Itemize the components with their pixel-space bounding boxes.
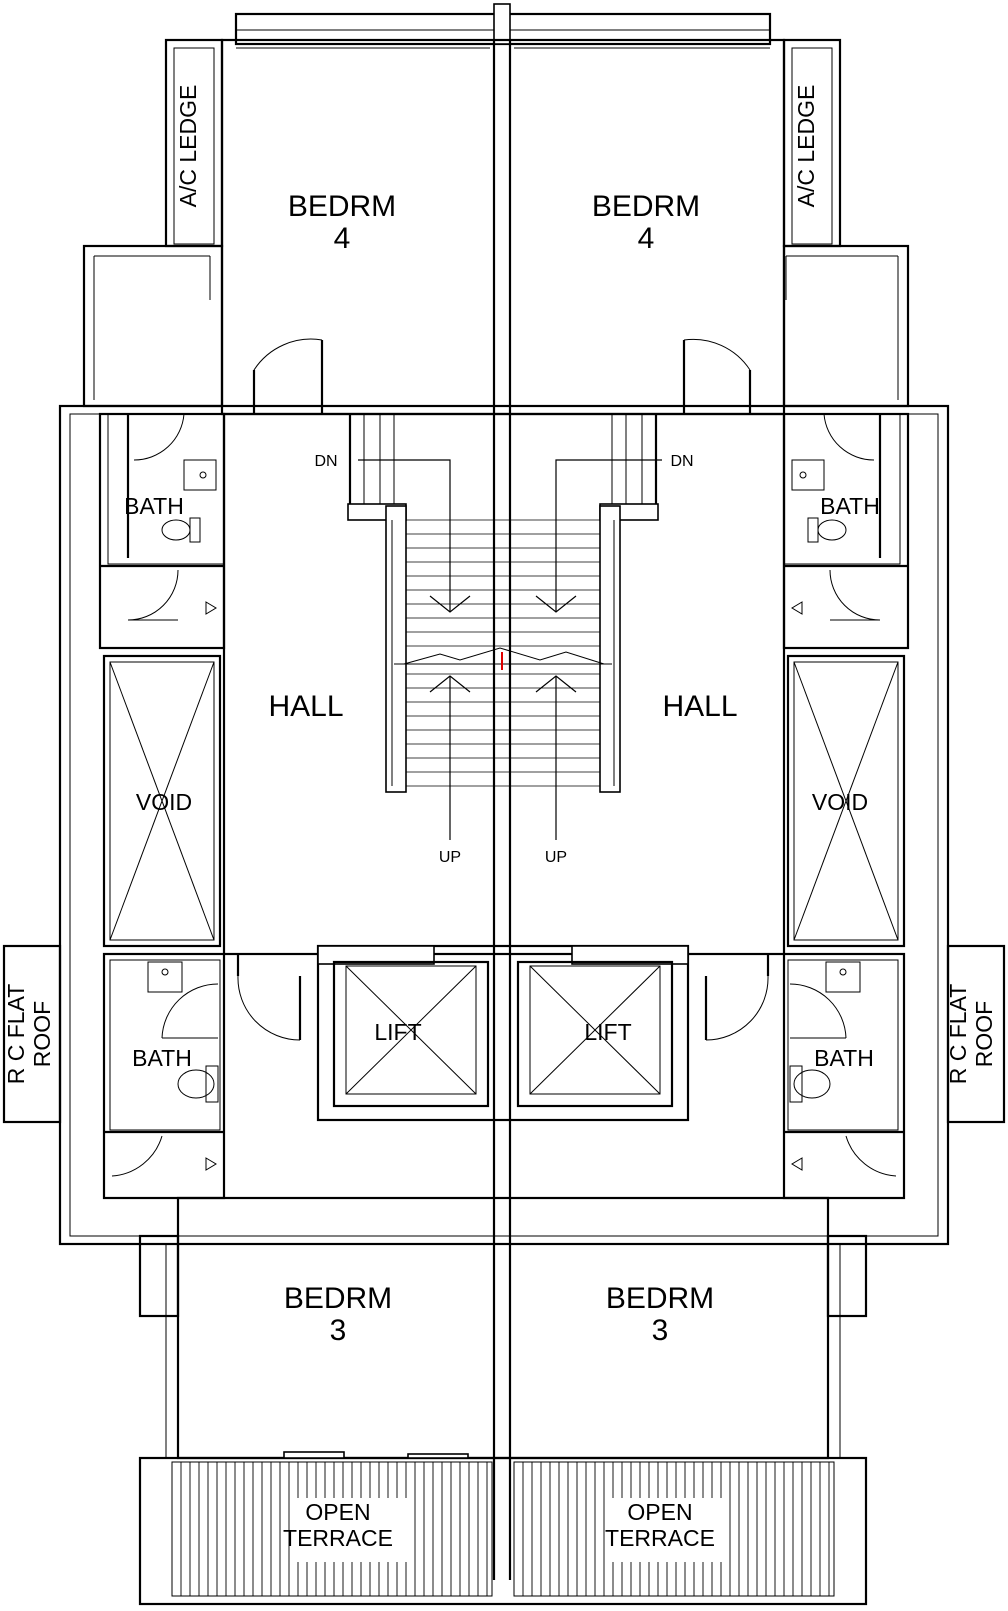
right-terrace-line2: TERRACE <box>605 1525 715 1551</box>
right-lower-bath <box>782 952 906 1200</box>
left-stair-up: UP <box>439 849 461 866</box>
right-terrace-line1: OPEN <box>627 1499 692 1525</box>
top-roof-outline <box>234 3 772 46</box>
lift-core <box>316 944 690 1122</box>
right-roof <box>946 944 1006 1124</box>
left-hall-label: HALL <box>268 690 343 723</box>
left-roof-line2: ROOF <box>29 1001 55 1067</box>
right-lift-label: LIFT <box>584 1019 631 1045</box>
labels: BEDRM 4 BEDRM 4 A/C LEDGE A/C LEDGE BATH… <box>3 85 997 1551</box>
right-stair-arrows <box>535 459 662 840</box>
right-stair-dn: DN <box>670 453 693 470</box>
right-roof-line1: R C FLAT <box>945 984 971 1085</box>
left-bedrm3-title: BEDRM <box>284 1282 392 1315</box>
right-void <box>786 654 906 948</box>
left-bedrm3-num: 3 <box>330 1314 347 1347</box>
right-planter <box>782 244 910 408</box>
left-lower-bath-label: BATH <box>132 1045 192 1071</box>
right-ac-ledge-label: A/C LEDGE <box>793 85 819 208</box>
left-roof-line1: R C FLAT <box>3 984 29 1085</box>
right-hall-label: HALL <box>662 690 737 723</box>
right-bedrm3-title: BEDRM <box>606 1282 714 1315</box>
left-planter <box>82 244 224 408</box>
left-bedrm4-title: BEDRM <box>288 190 396 223</box>
right-bedrm4-num: 4 <box>638 222 655 255</box>
right-void-label: VOID <box>812 789 868 815</box>
left-stair-dn: DN <box>314 453 337 470</box>
right-bedrm4-title: BEDRM <box>592 190 700 223</box>
left-hall-door <box>236 954 302 1041</box>
left-void-label: VOID <box>136 789 192 815</box>
left-lower-bath <box>102 952 226 1200</box>
right-bedrm4-door <box>682 338 752 414</box>
left-void <box>102 654 222 948</box>
stair-treads <box>406 519 600 787</box>
left-bedrm4-num: 4 <box>334 222 351 255</box>
left-upper-bath <box>98 412 226 650</box>
left-upper-bath-label: BATH <box>124 493 184 519</box>
left-stair-arrows <box>358 459 471 840</box>
right-hall-door <box>704 954 770 1041</box>
left-terrace-line2: TERRACE <box>283 1525 393 1551</box>
right-roof-line2: ROOF <box>971 1001 997 1067</box>
left-ac-ledge-label: A/C LEDGE <box>175 85 201 208</box>
open-terrace <box>138 1451 868 1606</box>
staircase <box>347 414 659 793</box>
left-terrace-line1: OPEN <box>305 1499 370 1525</box>
right-bedrm3-num: 3 <box>652 1314 669 1347</box>
bedroom-3-block <box>60 1196 948 1460</box>
main-body-outline <box>58 404 950 1246</box>
left-bedrm4-door <box>252 338 324 414</box>
left-roof <box>2 944 62 1124</box>
left-lift <box>332 960 490 1108</box>
left-lift-label: LIFT <box>374 1019 421 1045</box>
right-stair-up: UP <box>545 849 567 866</box>
right-upper-bath <box>782 412 910 650</box>
right-lift <box>516 960 674 1108</box>
bedroom-4-block <box>220 38 786 1580</box>
right-upper-bath-label: BATH <box>820 493 880 519</box>
right-lower-bath-label: BATH <box>814 1045 874 1071</box>
